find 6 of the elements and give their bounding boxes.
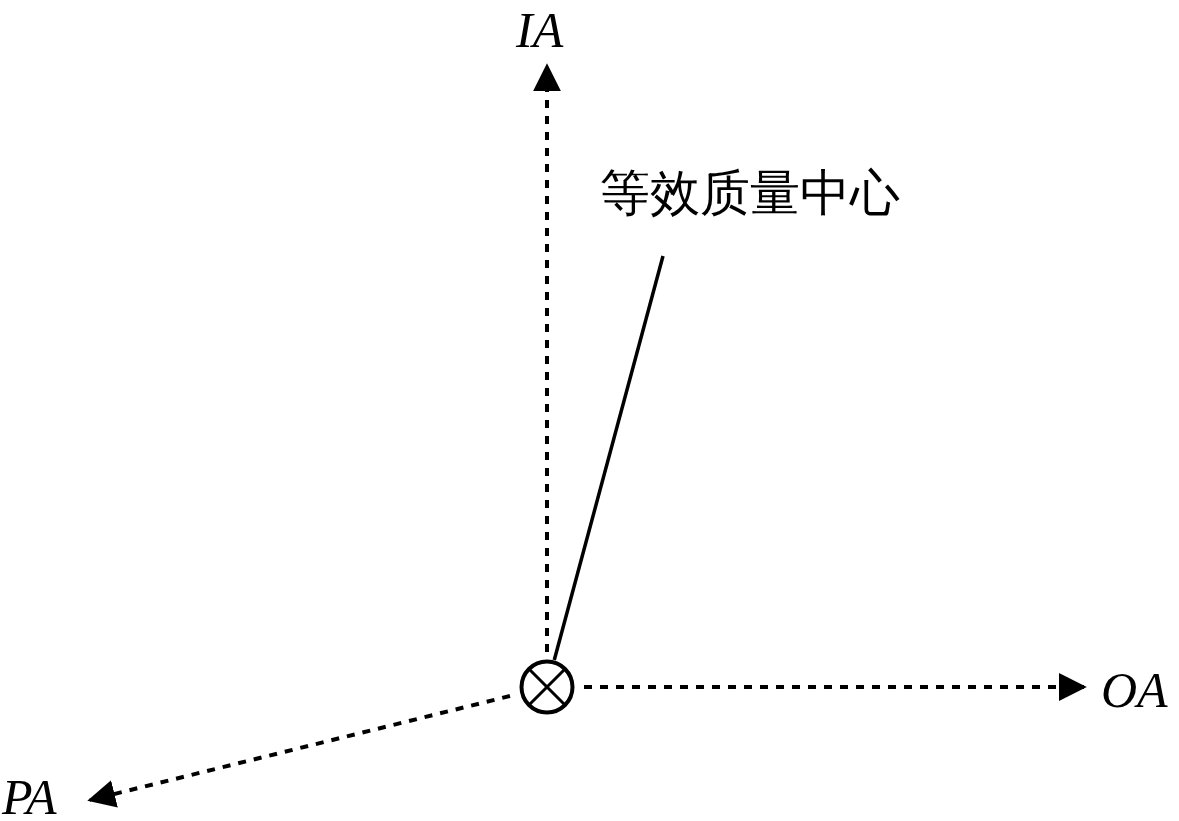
axis-label: PA <box>2 772 57 821</box>
callout-text: 等效质量中心 <box>600 168 900 218</box>
axis-label: IA <box>516 5 564 55</box>
cross-circle-symbol <box>519 659 575 715</box>
axis-label: OA <box>1101 665 1168 715</box>
leader-line <box>552 255 665 661</box>
